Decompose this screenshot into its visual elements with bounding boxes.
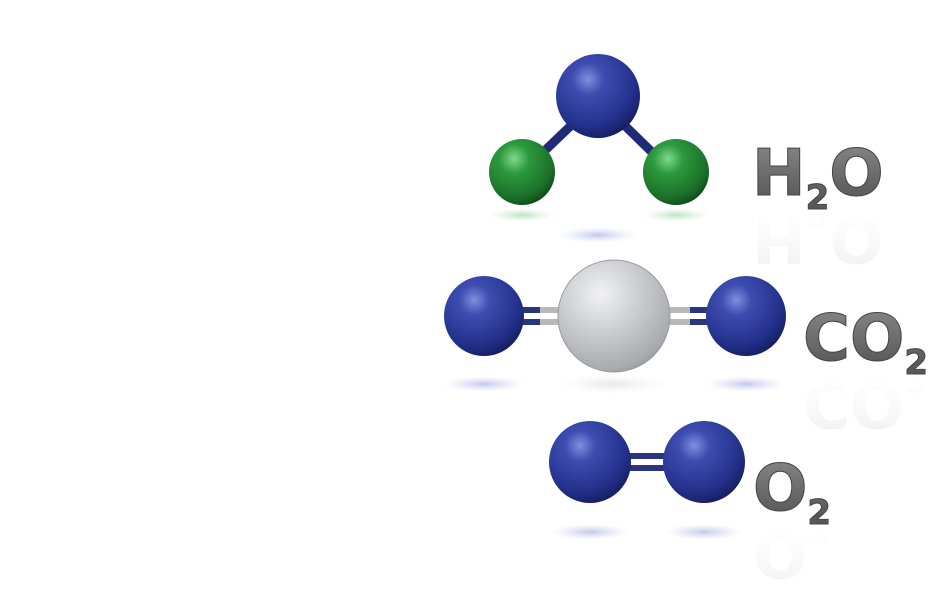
svg-text:H2O: H2O <box>752 194 884 275</box>
bond-double <box>620 453 680 471</box>
svg-text:CO2: CO2 <box>803 359 928 440</box>
bond-double-right <box>660 307 720 325</box>
oxygen-formula-reflection: O2 <box>753 509 831 590</box>
water-formula: H2O H2O <box>752 137 885 276</box>
water-formula-reflection: H2O <box>752 194 884 275</box>
water-formula-tail: O <box>829 137 883 211</box>
oxygen-atom-right <box>706 276 786 356</box>
oxygen-formula: O2 O2 <box>753 452 832 591</box>
oxygen-reflection-left <box>444 376 524 392</box>
oxygen-reflection-right <box>706 376 786 392</box>
oxygen-reflection-left <box>550 524 630 540</box>
oxygen-atom-right <box>663 421 745 503</box>
carbon-dioxide-formula-main: CO <box>803 302 904 376</box>
oxygen-atom-left <box>444 276 524 356</box>
svg-text:CO2: CO2 <box>803 302 928 383</box>
oxygen-atom-left <box>549 421 631 503</box>
svg-text:O2: O2 <box>753 509 831 590</box>
svg-text:O2: O2 <box>753 452 831 533</box>
carbon-dioxide-formula: CO2 CO2 <box>803 302 929 441</box>
oxygen-reflection-right <box>664 524 744 540</box>
water-molecule <box>488 54 710 243</box>
water-formula-main: H <box>752 137 806 211</box>
hydrogen-reflection-left <box>488 208 556 222</box>
carbon-dioxide-molecule <box>444 259 786 394</box>
carbon-reflection <box>558 374 670 394</box>
bond-double-left <box>510 307 570 325</box>
hydrogen-reflection-right <box>642 208 710 222</box>
oxygen-formula-sub: 2 <box>807 493 831 533</box>
oxygen-formula-main: O <box>753 452 807 526</box>
hydrogen-atom-right <box>643 139 709 205</box>
carbon-dioxide-formula-sub: 2 <box>904 343 928 383</box>
water-formula-sub: 2 <box>806 178 830 218</box>
svg-text:H2O: H2O <box>752 137 884 218</box>
carbon-atom <box>557 259 671 373</box>
oxygen-reflection <box>558 227 638 243</box>
hydrogen-atom-left <box>489 139 555 205</box>
carbon-dioxide-formula-reflection: CO2 <box>803 359 928 440</box>
oxygen-molecule <box>549 421 745 540</box>
oxygen-atom <box>556 54 640 138</box>
